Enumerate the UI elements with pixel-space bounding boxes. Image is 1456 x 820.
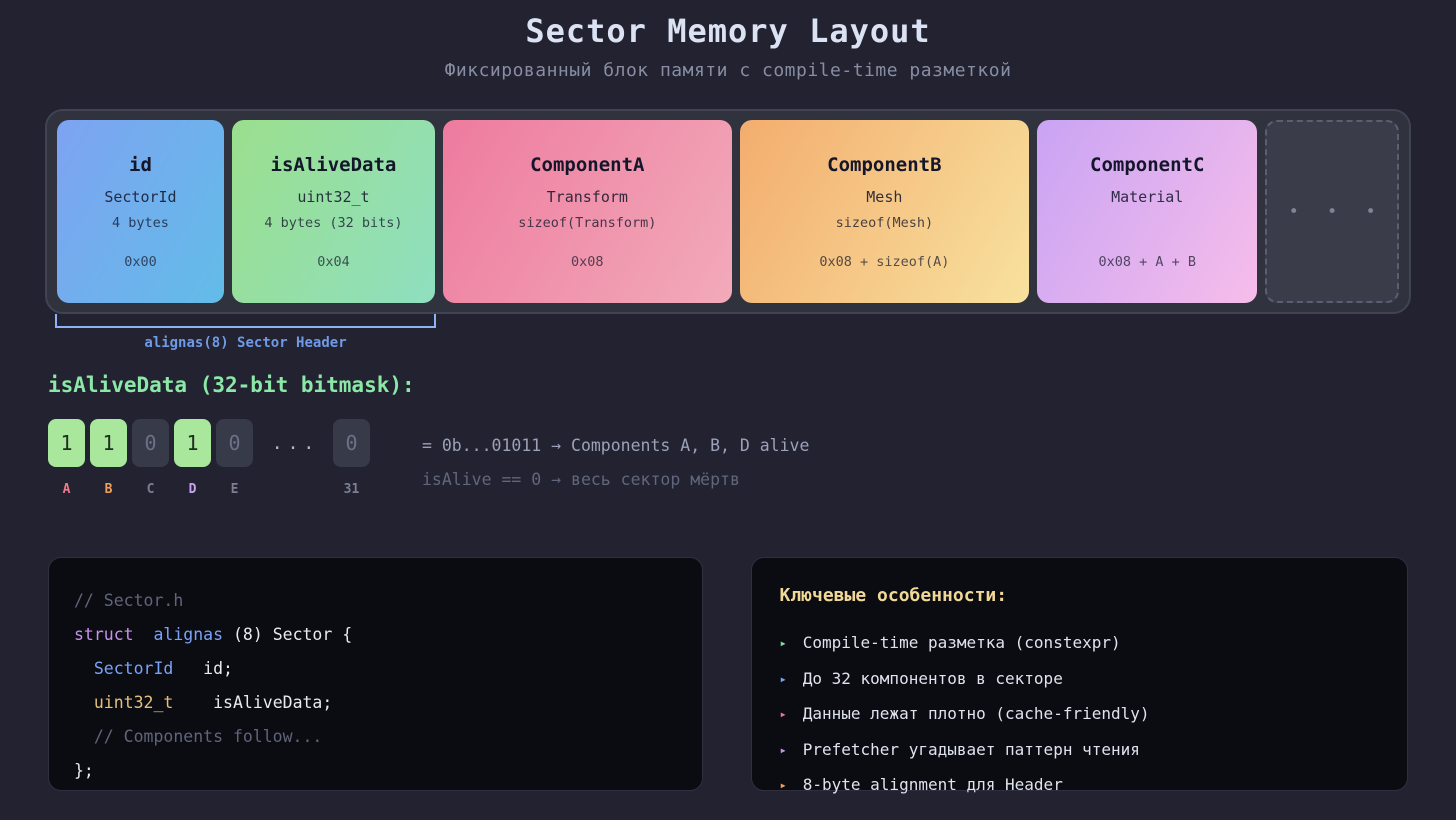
bit-label-c: C — [146, 482, 155, 497]
bit-value: 1 — [102, 431, 115, 455]
memory-block-isalivedata: isAliveData uint32_t 4 bytes (32 bits) 0… — [231, 120, 435, 303]
bit-label-spacer — [258, 482, 328, 497]
page-subtitle: Фиксированный блок памяти с compile-time… — [444, 60, 1012, 81]
header-bracket-area: alignas(8) Sector Header — [55, 314, 436, 351]
bit-box-a: 1 — [48, 419, 85, 467]
feature-text: 8-byte alignment для Header — [802, 775, 1063, 794]
bit-value: 0 — [228, 431, 241, 455]
block-type: Mesh — [866, 187, 903, 206]
triangle-bullet-icon: ▸ — [779, 671, 787, 686]
block-title: isAliveData — [270, 153, 397, 176]
code-line: uint32_t isAliveData; — [74, 686, 702, 720]
page-title: Sector Memory Layout — [525, 12, 931, 50]
code-keyword: alignas — [153, 625, 224, 644]
bit-ellipsis: ... — [271, 432, 320, 454]
code-comment: // Sector.h — [74, 591, 184, 610]
memory-block-componentb: ComponentB Mesh sizeof(Mesh) 0x08 + size… — [739, 120, 1030, 303]
bit-value: 1 — [186, 431, 199, 455]
triangle-bullet-icon: ▸ — [779, 636, 787, 650]
code-text: isAliveData; — [173, 693, 333, 712]
bit-boxes-row: 1 1 0 1 0 ... 0 — [48, 419, 370, 467]
bit-value: 0 — [144, 431, 157, 455]
block-size: 4 bytes — [112, 214, 169, 231]
feature-text: Compile-time разметка (constexpr) — [802, 633, 1121, 652]
bit-label-b: B — [104, 482, 113, 497]
block-title: ComponentA — [530, 153, 645, 176]
code-text: id; — [173, 659, 233, 678]
memory-block-more: • • • — [1265, 120, 1400, 303]
bit-label-31: 31 — [343, 482, 360, 497]
triangle-bullet-icon: ▸ — [779, 742, 787, 757]
memory-block-id: id SectorId 4 bytes 0x00 — [57, 120, 224, 303]
code-comment: // Components follow... — [74, 727, 323, 746]
code-text — [134, 625, 154, 644]
features-heading: Ключевые особенности: — [779, 585, 1008, 606]
block-type: Transform — [546, 187, 628, 206]
code-text — [74, 693, 94, 712]
features-panel: Ключевые особенности: ▸ Compile-time раз… — [750, 557, 1408, 794]
feature-text: Prefetcher угадывает паттерн чтения — [802, 739, 1140, 759]
bottom-panels: // Sector.h struct alignas (8) Sector { … — [48, 557, 1408, 794]
block-title: ComponentC — [1090, 153, 1205, 176]
bit-label-d: D — [188, 482, 197, 497]
bitmask-section: 1 1 0 1 0 ... 0 A B C D E 31 = 0b...0101… — [48, 419, 1456, 497]
memory-block-componenta: ComponentA Transform sizeof(Transform) 0… — [443, 120, 732, 303]
code-keyword: struct — [74, 625, 134, 644]
feature-text: Данные лежат плотно (cache-friendly) — [802, 704, 1150, 723]
block-size: sizeof(Transform) — [518, 214, 657, 231]
code-line: struct alignas (8) Sector { — [74, 618, 702, 652]
bit-labels-row: A B C D E 31 — [48, 482, 370, 497]
ellipsis-dots: • • • — [1288, 201, 1385, 222]
bit-label-a: A — [62, 482, 71, 497]
block-title: id — [129, 153, 152, 176]
feature-text: До 32 компонентов в секторе — [802, 668, 1063, 688]
bit-box-31: 0 — [333, 419, 370, 467]
code-panel: // Sector.h struct alignas (8) Sector { … — [48, 557, 703, 791]
header-bracket-label: alignas(8) Sector Header — [144, 335, 347, 351]
bit-label-e: E — [230, 482, 239, 497]
bit-box-d: 1 — [174, 419, 211, 467]
feature-item: ▸ 8-byte alignment для Header — [780, 768, 1408, 804]
code-line: SectorId id; — [74, 652, 702, 686]
triangle-bullet-icon: ▸ — [779, 778, 787, 792]
block-offset: 0x00 — [124, 253, 157, 270]
bits-column: 1 1 0 1 0 ... 0 A B C D E 31 — [48, 419, 370, 497]
block-size: 4 bytes (32 bits) — [264, 214, 403, 231]
bit-value: 0 — [345, 431, 358, 455]
triangle-bullet-icon: ▸ — [779, 707, 787, 721]
bitmask-heading: isAliveData (32-bit bitmask): — [48, 373, 415, 397]
bitmask-note-dead: isAlive == 0 → весь сектор мёртв — [422, 470, 740, 489]
block-type: SectorId — [104, 187, 177, 206]
code-text: }; — [74, 761, 94, 780]
code-line: // Sector.h — [74, 584, 702, 618]
block-offset: 0x08 + A + B — [1098, 253, 1196, 270]
bitmask-notes: = 0b...01011 → Components A, B, D alive … — [422, 419, 809, 497]
feature-item: ▸ Prefetcher угадывает паттерн чтения — [780, 733, 1408, 769]
block-offset: 0x08 — [571, 253, 604, 270]
bit-box-b: 1 — [90, 419, 127, 467]
code-text: (8) Sector { — [223, 625, 353, 644]
block-size: sizeof(Mesh) — [835, 214, 934, 231]
block-type: uint32_t — [297, 187, 370, 206]
bitmask-note-alive: = 0b...01011 → Components A, B, D alive — [422, 436, 810, 455]
bit-box-e: 0 — [216, 419, 253, 467]
block-type: Material — [1111, 187, 1184, 206]
memory-layout-panel: id SectorId 4 bytes 0x00 isAliveData uin… — [45, 109, 1411, 314]
header-bracket — [55, 314, 436, 328]
code-type: SectorId — [93, 659, 174, 678]
memory-block-componentc: ComponentC Material 0x08 + A + B — [1037, 120, 1258, 303]
bit-box-c: 0 — [132, 419, 169, 467]
block-offset: 0x04 — [317, 253, 350, 270]
feature-item: ▸ Compile-time разметка (constexpr) — [780, 626, 1408, 662]
block-title: ComponentB — [827, 153, 942, 176]
block-offset: 0x08 + sizeof(A) — [819, 253, 950, 270]
feature-item: ▸ Данные лежат плотно (cache-friendly) — [780, 697, 1408, 733]
bit-value: 1 — [60, 431, 73, 455]
code-type: uint32_t — [93, 693, 174, 712]
code-line: // Components follow... — [74, 720, 702, 754]
code-line: }; — [74, 754, 702, 788]
feature-item: ▸ До 32 компонентов в секторе — [780, 662, 1408, 698]
code-text — [74, 659, 94, 678]
